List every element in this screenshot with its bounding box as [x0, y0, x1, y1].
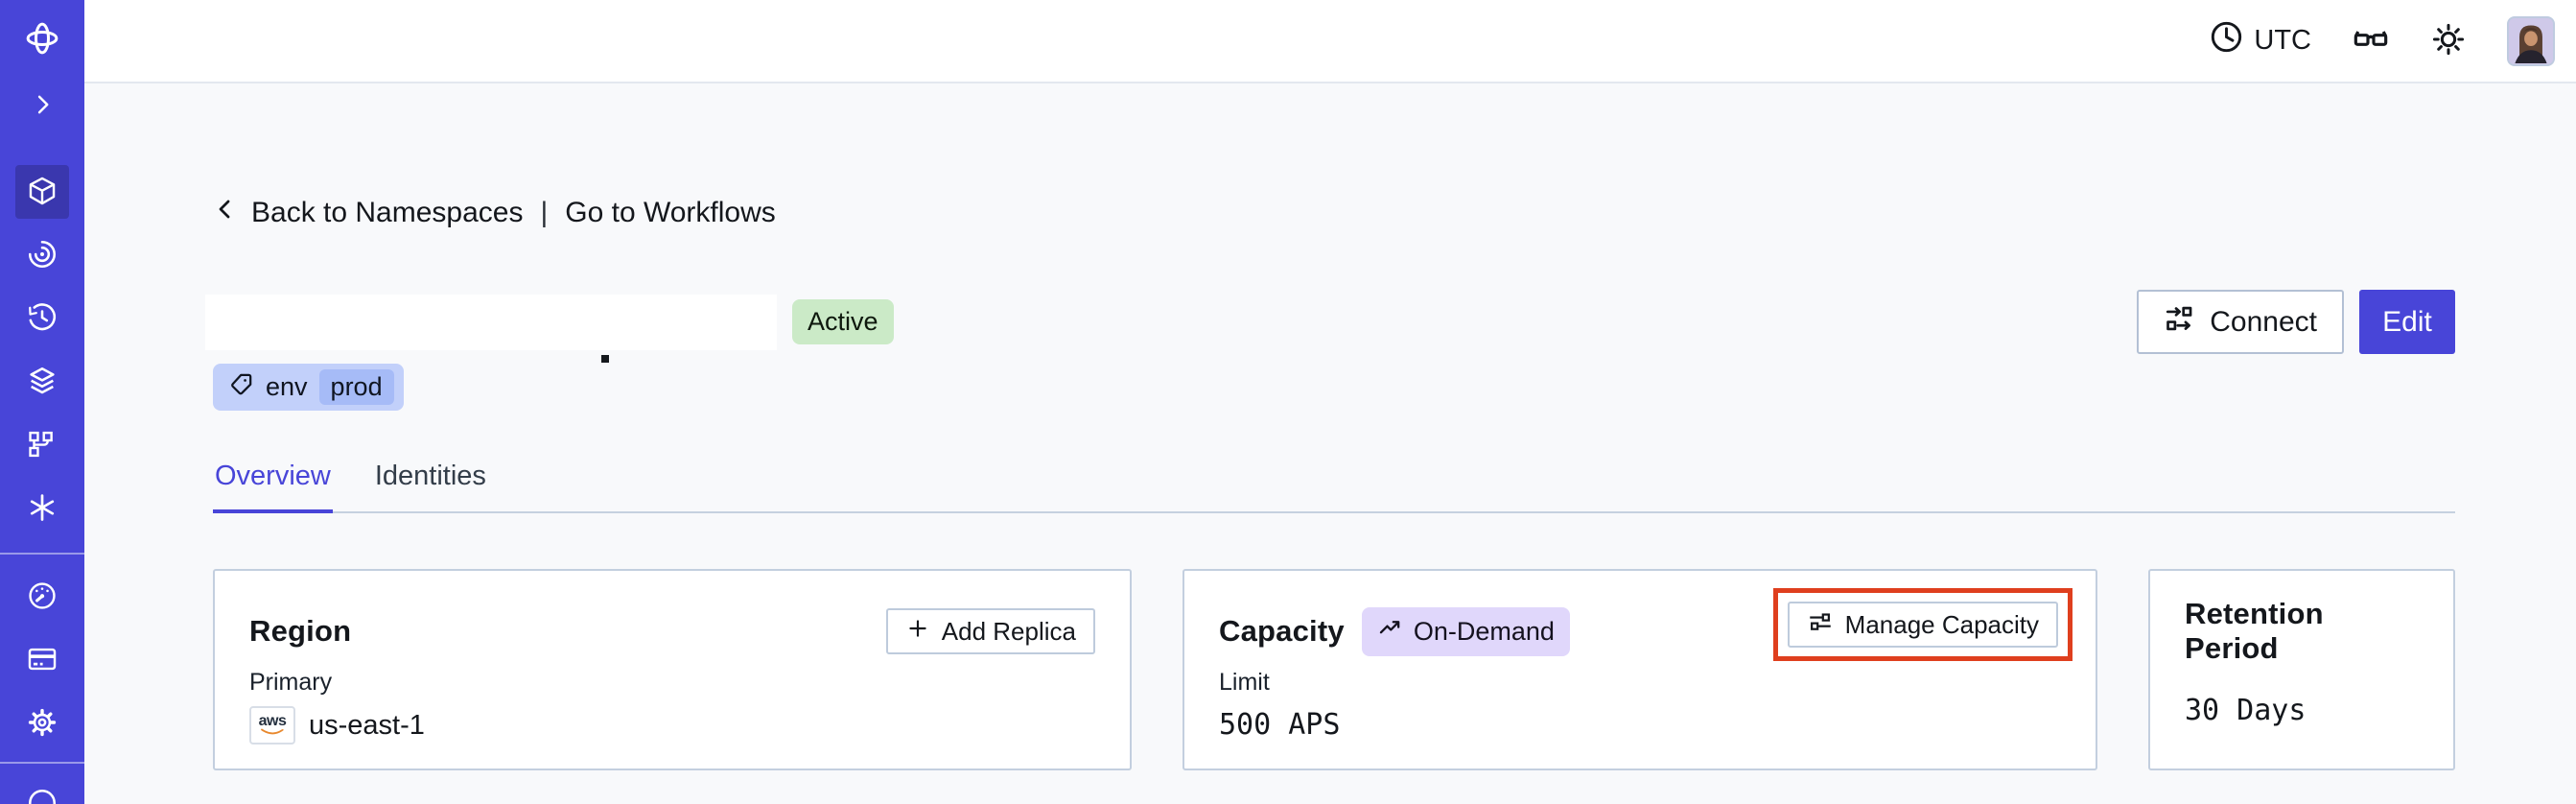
capacity-card-title: Capacity — [1219, 614, 1345, 648]
edit-button[interactable]: Edit — [2359, 290, 2455, 354]
tab-overview[interactable]: Overview — [213, 461, 333, 513]
tabs: Overview Identities — [213, 461, 2455, 513]
chevron-right-icon — [29, 91, 56, 121]
aws-provider-badge: aws — [249, 706, 295, 745]
namespace-tag[interactable]: env prod — [213, 364, 404, 411]
glasses-icon — [2352, 20, 2390, 61]
status-badge: Active — [792, 299, 894, 344]
retention-value: 30 Days — [2185, 694, 2307, 727]
primary-label: Primary — [249, 669, 333, 696]
back-arrow-icon — [213, 197, 238, 229]
connect-icon — [2164, 302, 2196, 343]
back-to-namespaces-link[interactable]: Back to Namespaces — [251, 197, 524, 228]
labs-toggle-button[interactable] — [2352, 20, 2390, 61]
sidebar-item-batch[interactable] — [15, 482, 69, 535]
sidebar-expand-button[interactable] — [15, 79, 69, 132]
timezone-label: UTC — [2254, 25, 2311, 56]
sidebar-item-account[interactable] — [15, 777, 69, 804]
top-header: UTC — [84, 0, 2576, 83]
limit-label: Limit — [1219, 669, 1270, 696]
region-card-title: Region — [249, 614, 352, 648]
sidebar-item-nexus[interactable] — [15, 228, 69, 282]
sidebar-item-deployments[interactable] — [15, 418, 69, 472]
region-card: Region Add Replica Primary aws — [213, 569, 1132, 770]
circle-icon — [26, 787, 59, 804]
aws-logo: aws — [258, 713, 287, 729]
plus-icon — [905, 616, 930, 648]
on-demand-label: On-Demand — [1413, 616, 1555, 646]
sidebar-divider — [0, 762, 84, 764]
sidebar-item-stack[interactable] — [15, 355, 69, 409]
tag-value-chip: prod — [318, 369, 394, 405]
sun-icon — [2430, 21, 2467, 60]
layers-icon — [26, 365, 59, 400]
cards-row: Region Add Replica Primary aws — [213, 569, 2455, 770]
theme-toggle-button[interactable] — [2430, 21, 2467, 60]
timezone-selector[interactable]: UTC — [2209, 19, 2311, 62]
tag-row: env prod — [213, 364, 2455, 411]
namespace-title-row: Active Connect Edit — [205, 290, 2455, 354]
main-content: Back to Namespaces | Go to Workflows Act… — [84, 83, 2576, 804]
temporal-logo-icon — [24, 20, 60, 61]
redaction-artifact-dot — [601, 355, 609, 363]
breadcrumb-separator: | — [540, 197, 549, 228]
namespace-name-redacted — [205, 294, 777, 350]
sidebar-item-settings[interactable] — [15, 697, 69, 750]
go-to-workflows-link[interactable]: Go to Workflows — [565, 197, 776, 228]
branch-icon — [26, 428, 59, 463]
tag-icon — [228, 371, 254, 404]
spiral-icon — [26, 238, 59, 273]
add-replica-label: Add Replica — [941, 616, 1076, 646]
aws-smile-icon — [261, 728, 285, 735]
connect-button[interactable]: Connect — [2137, 290, 2344, 354]
annotation-highlight-box: Manage Capacity — [1772, 588, 2073, 661]
gear-icon — [26, 706, 59, 742]
clock-retry-icon — [26, 301, 59, 337]
sidebar — [0, 0, 84, 804]
connect-button-label: Connect — [2210, 305, 2317, 338]
sidebar-item-usage[interactable] — [15, 570, 69, 624]
manage-capacity-button[interactable]: Manage Capacity — [1787, 602, 2058, 648]
sidebar-divider — [0, 553, 84, 555]
credit-card-icon — [26, 643, 59, 678]
breadcrumb: Back to Namespaces | Go to Workflows — [213, 197, 2455, 229]
clock-icon — [2209, 19, 2244, 62]
manage-capacity-label: Manage Capacity — [1844, 609, 2039, 639]
edit-button-label: Edit — [2382, 305, 2432, 338]
capacity-value: 500 APS — [1219, 708, 1341, 742]
asterisk-icon — [26, 491, 59, 527]
trending-up-icon — [1377, 615, 1404, 649]
add-replica-button[interactable]: Add Replica — [885, 608, 1095, 654]
on-demand-badge: On-Demand — [1361, 606, 1570, 656]
retention-card-title: Retention Period — [2185, 597, 2324, 665]
gauge-icon — [26, 579, 59, 615]
tab-identities[interactable]: Identities — [373, 461, 488, 513]
avatar-image — [2509, 18, 2553, 64]
sidebar-item-namespaces[interactable] — [15, 165, 69, 219]
retention-card: Retention Period 30 Days — [2148, 569, 2455, 770]
tag-key: env — [266, 372, 308, 401]
user-avatar[interactable] — [2507, 15, 2555, 66]
cube-icon — [26, 175, 59, 210]
sidebar-item-billing[interactable] — [15, 633, 69, 687]
temporal-logo — [15, 13, 69, 67]
sidebar-item-schedules[interactable] — [15, 292, 69, 345]
region-value: us-east-1 — [309, 709, 425, 741]
capacity-card: Capacity On-Demand — [1183, 569, 2097, 770]
sliders-icon — [1807, 608, 1834, 642]
